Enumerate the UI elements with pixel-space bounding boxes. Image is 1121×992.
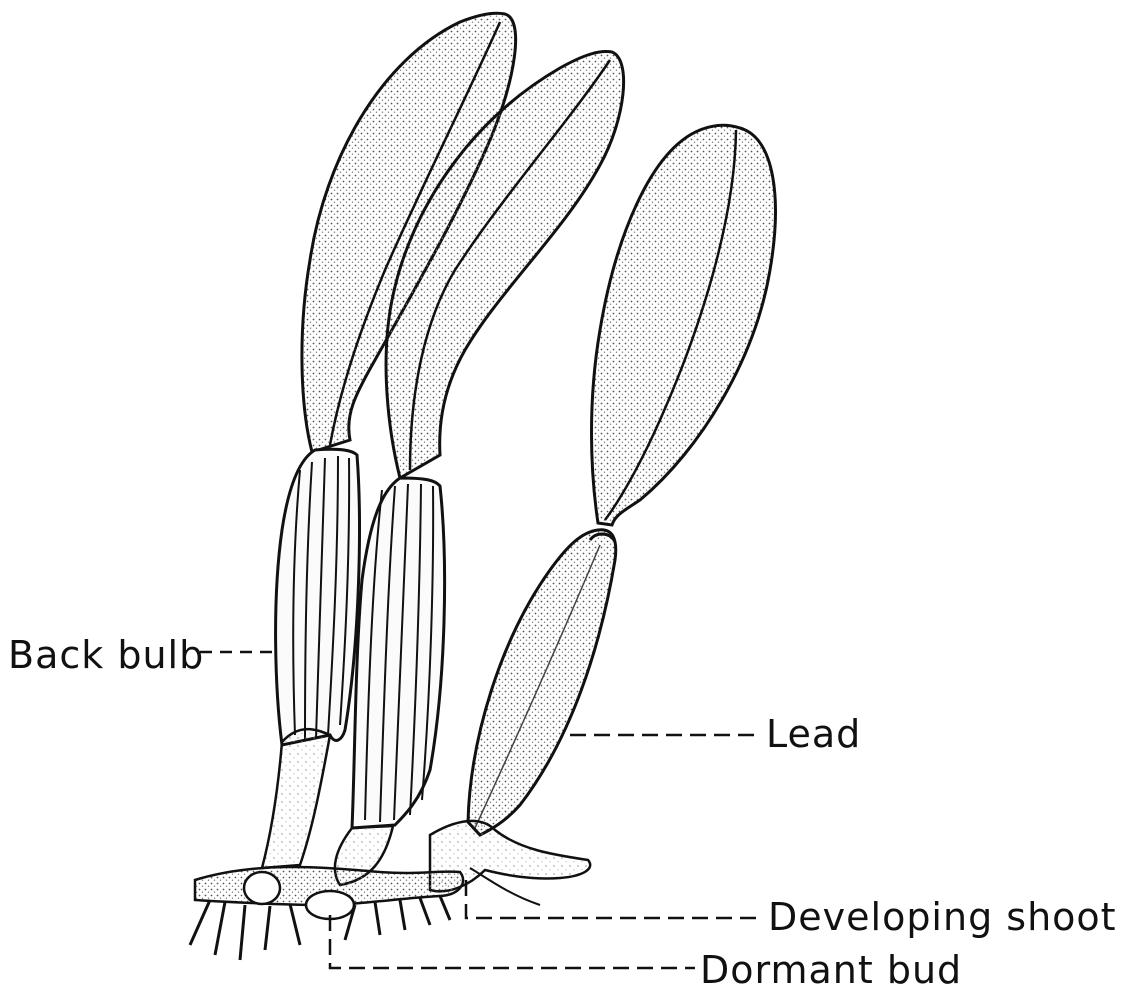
label-back-bulb: Back bulb (8, 636, 204, 674)
label-dormant-bud: Dormant bud (700, 951, 962, 989)
label-lead: Lead (766, 715, 861, 753)
leader-developing-shoot (466, 880, 762, 918)
label-developing-shoot: Developing shoot (768, 898, 1117, 936)
lead-bulb (468, 530, 616, 835)
leaf-3 (592, 125, 776, 525)
back-bulb-left (262, 449, 359, 868)
rhizome-roots (190, 867, 463, 960)
leader-dormant-bud (330, 915, 695, 968)
